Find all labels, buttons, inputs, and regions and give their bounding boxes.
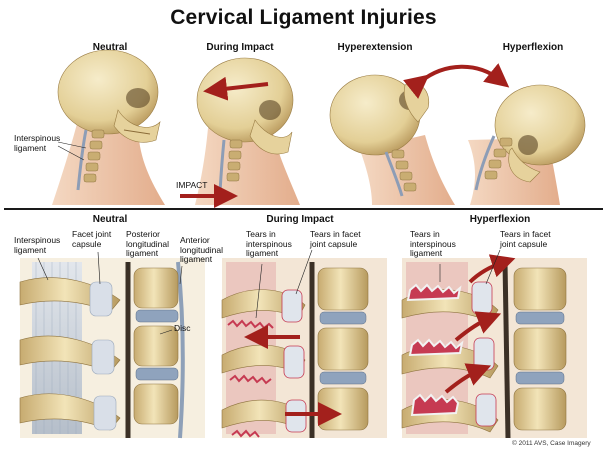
head-motion-arrow <box>203 76 269 101</box>
flexion-arrow-mid <box>454 311 502 342</box>
hyperextension-head-figure <box>329 74 455 205</box>
label-impact: IMPACT <box>176 180 208 190</box>
label-tears-interspinous-impact: Tears in interspinous ligament <box>246 229 292 258</box>
impact-spine-figure <box>221 258 387 438</box>
label-facet-neutral: Facet joint capsule <box>72 229 112 249</box>
hyperflexion-head-figure <box>468 84 586 205</box>
label-tears-interspinous-flexion: Tears in interspinous ligament <box>410 229 456 258</box>
neutral-head-figure <box>52 49 165 205</box>
label-anterior-ligament: Anterior longitudinal ligament <box>180 235 224 264</box>
top-heading-neutral: Neutral <box>92 42 128 53</box>
top-heading-hyperextension: Hyperextension <box>337 42 413 53</box>
top-heading-hyperflexion: Hyperflexion <box>502 42 564 53</box>
flexion-arrow-low <box>444 363 492 394</box>
page-title: Cervical Ligament Injuries <box>170 6 437 29</box>
motion-double-arrow <box>403 63 510 99</box>
label-interspinous-neutral: Interspinous ligament <box>14 235 61 255</box>
section-divider <box>4 208 603 210</box>
bottom-heading-during-impact: During Impact <box>266 214 334 225</box>
impact-head-figure <box>180 57 300 208</box>
top-heading-during-impact: During Impact <box>206 42 274 53</box>
flexion-arrow-top <box>468 254 516 284</box>
neutral-spine-figure <box>19 258 205 439</box>
label-tears-facet-impact: Tears in facet joint capsule <box>310 229 361 249</box>
copyright-notice: © 2011 AVS, Case Imagery <box>512 440 591 447</box>
label-interspinous-top: Interspinous ligament <box>14 133 61 153</box>
hyperflexion-spine-figure <box>401 254 587 439</box>
label-posterior-ligament: Posterior longitudinal ligament <box>126 229 170 258</box>
label-tears-facet-flexion: Tears in facet joint capsule <box>500 229 551 249</box>
label-disc: Disc <box>174 323 191 333</box>
bottom-heading-neutral: Neutral <box>92 214 128 225</box>
bottom-heading-hyperflexion: Hyperflexion <box>469 214 531 225</box>
